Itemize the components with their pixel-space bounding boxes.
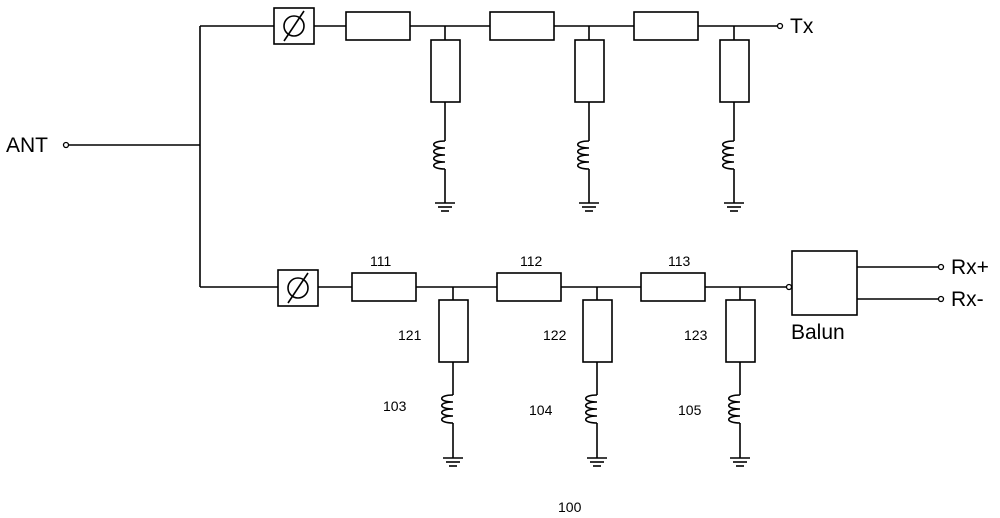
tx-label: Tx xyxy=(790,15,814,38)
tx-branch xyxy=(200,7,784,45)
rx-series-label-112: 112 xyxy=(520,253,543,269)
rx-series-resistor-111 xyxy=(351,272,417,302)
rx-minus-label: Rx- xyxy=(951,288,984,311)
balun-box xyxy=(791,250,858,316)
inductor-icon xyxy=(721,140,735,170)
ant-label: ANT xyxy=(6,134,48,157)
rx-series-label-111: 111 xyxy=(370,253,391,269)
figure-label: 100 xyxy=(558,499,582,515)
inductor-icon xyxy=(432,140,446,170)
rx-shunt-label-123: 123 xyxy=(684,327,708,343)
rx-inductor-label-104: 104 xyxy=(529,402,553,418)
rx-shunt-label-121: 121 xyxy=(398,327,422,343)
rx-series-resistor-112 xyxy=(496,272,562,302)
rx-phase-shifter xyxy=(277,269,319,307)
tx-shunt-2 xyxy=(574,26,605,212)
rx-series-resistor-113 xyxy=(640,272,706,302)
balun-label: Balun xyxy=(791,321,845,344)
tx-phase-shifter xyxy=(273,7,315,45)
rx-branch xyxy=(200,269,793,307)
inductor-icon xyxy=(440,394,454,424)
tx-series-resistor-2 xyxy=(489,11,555,41)
rx-shunt-123 xyxy=(725,287,756,467)
rx-inductor-label-105: 105 xyxy=(678,402,702,418)
tx-terminal xyxy=(776,22,784,30)
inductor-icon xyxy=(576,140,590,170)
balun-input-terminal xyxy=(785,283,793,291)
rx-plus-terminal xyxy=(937,263,945,271)
tx-shunt-1 xyxy=(430,26,461,212)
rx-inductor-label-103: 103 xyxy=(383,398,407,414)
rx-shunt-121 xyxy=(438,287,469,467)
tx-series-resistor-1 xyxy=(345,11,411,41)
rx-minus-terminal xyxy=(937,295,945,303)
rx-shunt-122 xyxy=(582,287,613,467)
rx-series-label-113: 113 xyxy=(668,253,691,269)
inductor-icon xyxy=(727,394,741,424)
rx-shunt-label-122: 122 xyxy=(543,327,567,343)
rx-plus-label: Rx+ xyxy=(951,256,989,279)
inductor-icon xyxy=(584,394,598,424)
tx-shunt-3 xyxy=(719,26,750,212)
ant-terminal xyxy=(62,141,70,149)
tx-series-resistor-3 xyxy=(633,11,699,41)
